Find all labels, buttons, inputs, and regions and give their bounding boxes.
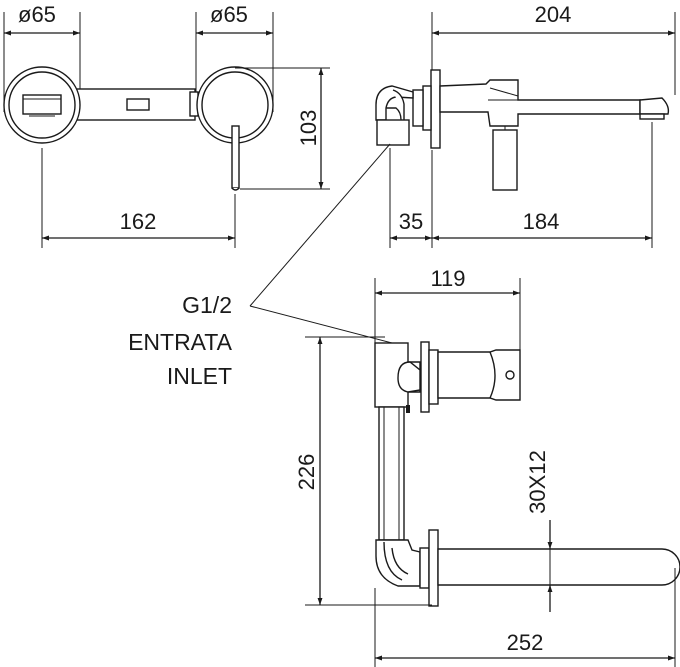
front-right-diameter-label: ø65 (210, 2, 248, 27)
dim-side-total-length: 204 (431, 2, 676, 95)
side-plate-inner (412, 89, 424, 127)
top-body-length-label: 119 (430, 266, 465, 291)
side-wall-plate (430, 69, 441, 149)
inlet-label-english: INLET (167, 363, 232, 389)
dim-front-height: 103 (235, 67, 330, 190)
dim-side-spout-length: 184 (432, 122, 653, 248)
side-lever (492, 129, 518, 191)
dim-side-wall-offset: 35 (389, 148, 433, 248)
side-elbow (375, 85, 414, 146)
dim-front-right-diameter: ø65 (196, 2, 273, 36)
side-wall-offset-label: 35 (399, 209, 423, 234)
inlet-label-italian: ENTRATA (128, 329, 233, 355)
side-spout-length-label: 184 (523, 209, 560, 234)
front-height-label: 103 (296, 110, 321, 147)
side-total-length-label: 204 (535, 2, 572, 27)
top-view: 119 (294, 266, 680, 667)
front-view: ø65 ø65 (3, 2, 330, 248)
top-spout-elbow (375, 529, 439, 607)
dim-front-center-distance: 162 (41, 148, 236, 248)
dim-top-total-length: 252 (374, 568, 676, 667)
inlet-size-label: G1/2 (182, 292, 232, 318)
front-center-distance-label: 162 (120, 209, 157, 234)
top-total-length-label: 252 (507, 630, 544, 655)
top-height-label: 226 (294, 454, 319, 491)
inlet-callout: G1/2 ENTRATA INLET (128, 143, 393, 389)
top-spout-section-label: 30X12 (525, 450, 550, 514)
side-view: 204 35 (375, 2, 676, 248)
front-right-rosette (196, 66, 274, 191)
dim-top-body-length: 119 (374, 266, 521, 350)
front-left-diameter-label: ø65 (18, 2, 56, 27)
top-valve-body (374, 341, 521, 413)
inlet-leader-to-side (249, 143, 391, 307)
dim-top-spout-section: 30X12 (525, 450, 553, 612)
front-left-rosette (3, 66, 81, 144)
dim-top-height: 226 (294, 336, 432, 606)
dim-front-left-diameter: ø65 (4, 2, 80, 36)
top-vertical-pipe (378, 406, 405, 541)
side-spout (439, 79, 670, 127)
top-spout (437, 548, 680, 586)
front-connecting-bar (69, 88, 199, 121)
side-plate-ring (422, 85, 432, 131)
